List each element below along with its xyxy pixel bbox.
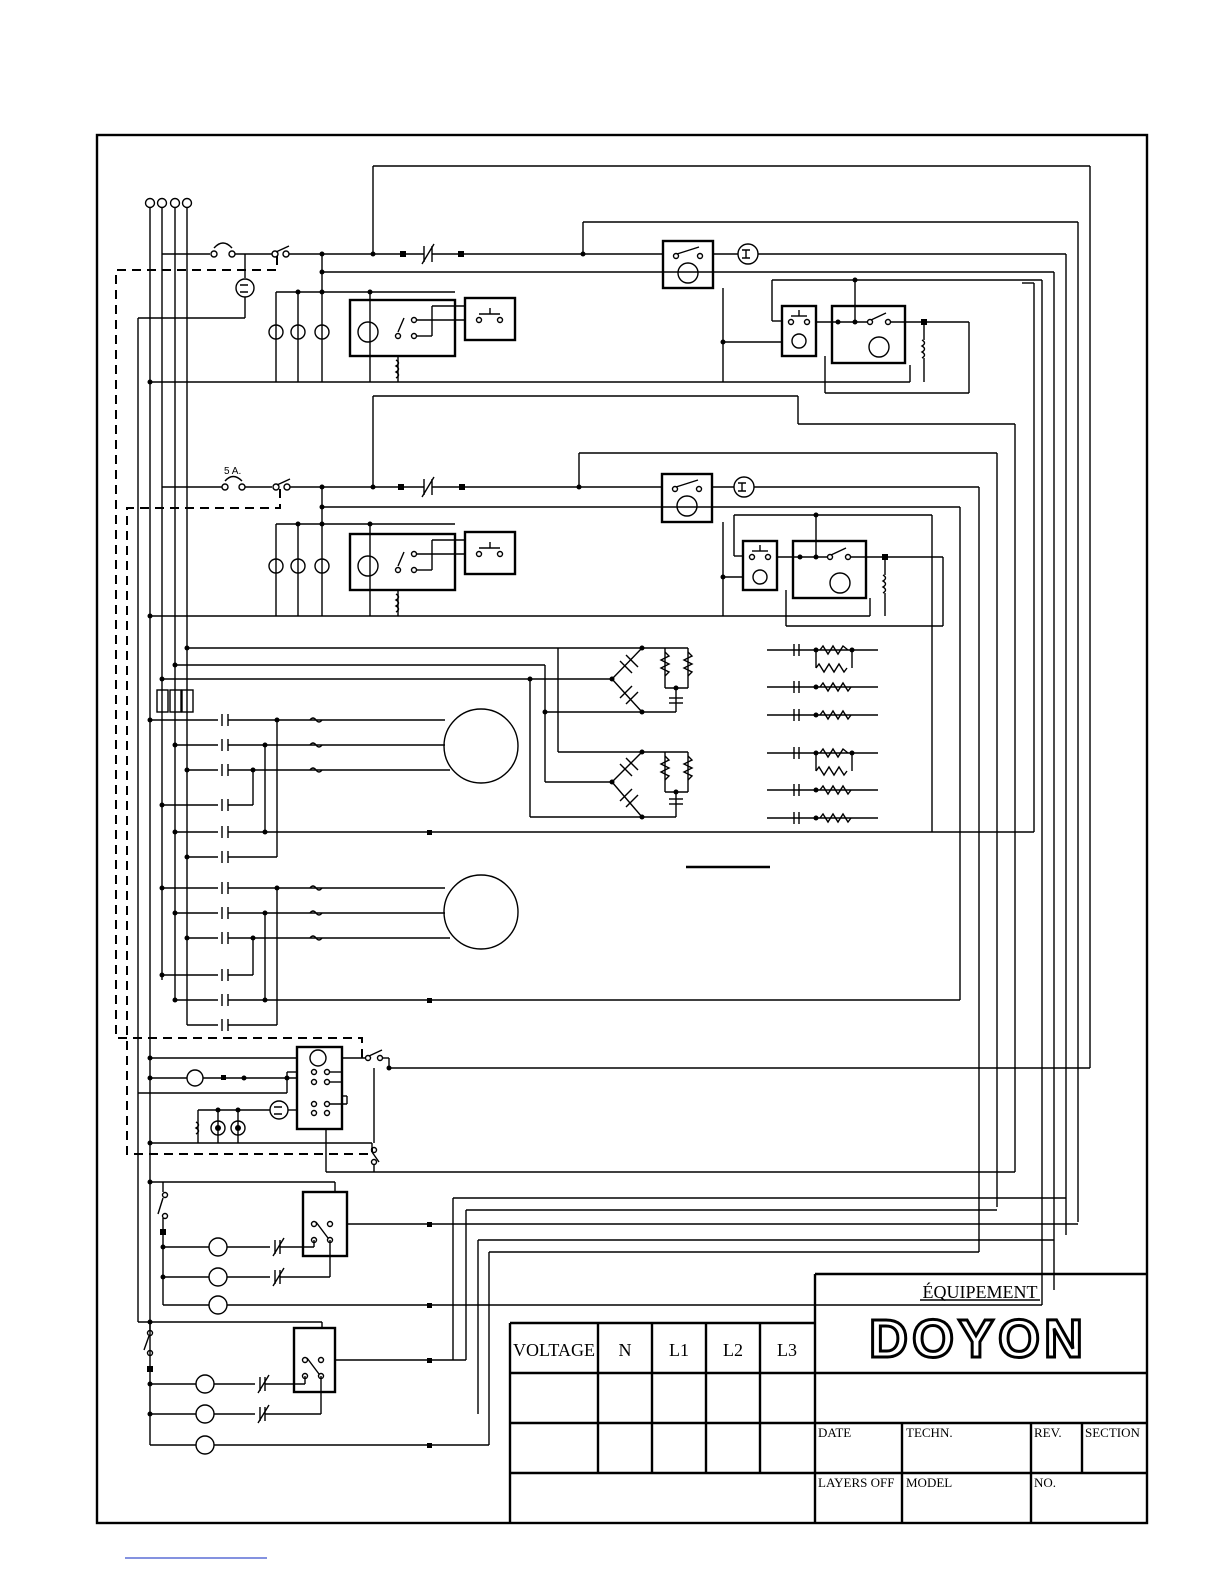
section-label: SECTION (1085, 1425, 1141, 1440)
brand-top-text: ÉQUIPEMENT (923, 1281, 1038, 1302)
phase-n-header: N (619, 1340, 632, 1360)
element-bus-section (157, 646, 692, 820)
switch-group-2 (138, 1320, 489, 1455)
upper-heating-circuit (138, 166, 1090, 1322)
rev-label: REV. (1034, 1425, 1062, 1440)
supply-terminals (146, 199, 192, 1446)
element-legend (686, 644, 878, 867)
techn-label: TECHN. (906, 1425, 953, 1440)
lower-interlock-dashed (127, 489, 372, 1154)
layers-off-label: LAYERS OFF (818, 1475, 894, 1490)
date-label: DATE (818, 1425, 851, 1440)
brand-logo: DOYON (869, 1309, 1087, 1369)
phase-l2-header: L2 (723, 1340, 743, 1360)
control-relay-section (138, 1047, 1090, 1172)
motor-1 (148, 283, 1035, 863)
motor-2 (160, 875, 961, 1031)
model-label: MODEL (906, 1475, 952, 1490)
number-label: NO. (1034, 1475, 1056, 1490)
fuse-rating-label: 5 A. (224, 466, 241, 477)
voltage-header: VOLTAGE (513, 1340, 595, 1360)
phase-l3-header: L3 (777, 1340, 797, 1360)
phase-l1-header: L1 (669, 1340, 689, 1360)
